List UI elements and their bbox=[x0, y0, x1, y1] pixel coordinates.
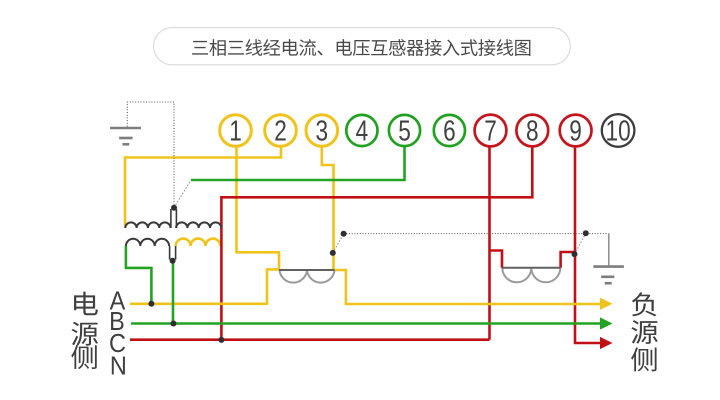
svg-text:1: 1 bbox=[229, 114, 242, 147]
svg-text:4: 4 bbox=[356, 114, 369, 147]
svg-text:N: N bbox=[110, 353, 127, 381]
svg-text:10: 10 bbox=[606, 114, 631, 147]
svg-text:A: A bbox=[110, 288, 126, 316]
svg-text:B: B bbox=[109, 308, 125, 336]
svg-text:2: 2 bbox=[274, 114, 287, 147]
svg-text:6: 6 bbox=[443, 114, 456, 147]
svg-text:7: 7 bbox=[484, 114, 497, 147]
svg-text:5: 5 bbox=[398, 114, 411, 147]
svg-text:3: 3 bbox=[316, 114, 329, 147]
svg-text:9: 9 bbox=[569, 114, 582, 147]
svg-text:8: 8 bbox=[526, 114, 539, 147]
svg-text:C: C bbox=[109, 330, 126, 358]
